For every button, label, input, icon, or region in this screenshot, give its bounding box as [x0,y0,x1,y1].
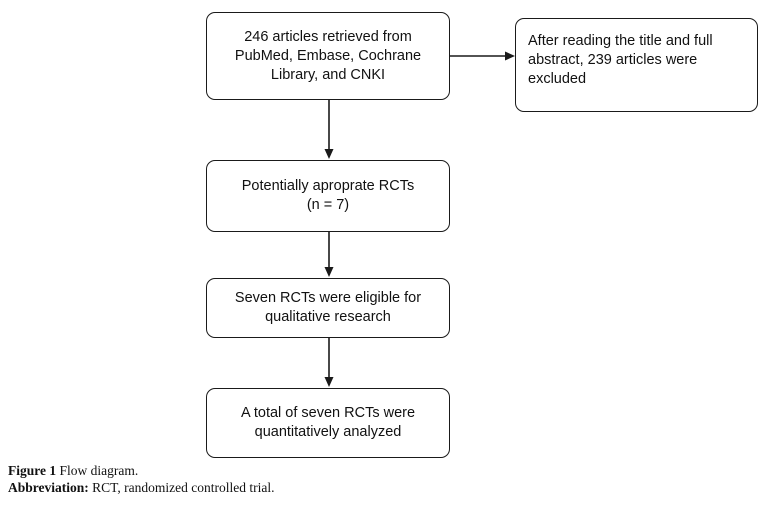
flow-box-analyzed: A total of seven RCTs were quantitativel… [206,388,450,458]
flow-box-articles-retrieved-label: 246 articles retrieved from PubMed, Emba… [234,28,422,83]
flow-box-excluded-label: After reading the title and full abstrac… [528,33,713,87]
caption-figure-line: Figure 1 Flow diagram. [8,463,760,480]
flow-box-eligible: Seven RCTs were eligible for qualitative… [206,278,450,338]
caption-abbreviation-label: Abbreviation: [8,479,89,495]
flow-box-eligible-label: Seven RCTs were eligible for qualitative… [234,290,422,325]
arrow-retrieved-to-potentially-appropriate [320,100,338,162]
caption-figure-text: Flow diagram. [56,463,139,478]
arrow-eligible-to-analyzed [320,338,338,390]
flow-box-analyzed-label: A total of seven RCTs were quantitativel… [240,405,416,440]
caption-abbreviation-line: Abbreviation: RCT, randomized controlled… [8,480,760,497]
flow-box-excluded: After reading the title and full abstrac… [515,18,758,112]
caption-figure-label: Figure 1 [8,463,57,478]
flow-box-potentially-appropriate: Potentially aproprate RCTs (n = 7) [206,160,450,232]
caption-abbreviation-text: RCT, randomized controlled trial. [88,479,275,495]
arrow-potentially-appropriate-to-eligible [320,232,338,280]
flow-box-articles-retrieved: 246 articles retrieved from PubMed, Emba… [206,12,450,100]
flow-box-potentially-appropriate-label: Potentially aproprate RCTs (n = 7) [241,178,415,213]
figure-caption: Figure 1 Flow diagram. Abbreviation: RCT… [8,463,760,496]
arrow-retrieved-to-excluded [450,47,520,65]
